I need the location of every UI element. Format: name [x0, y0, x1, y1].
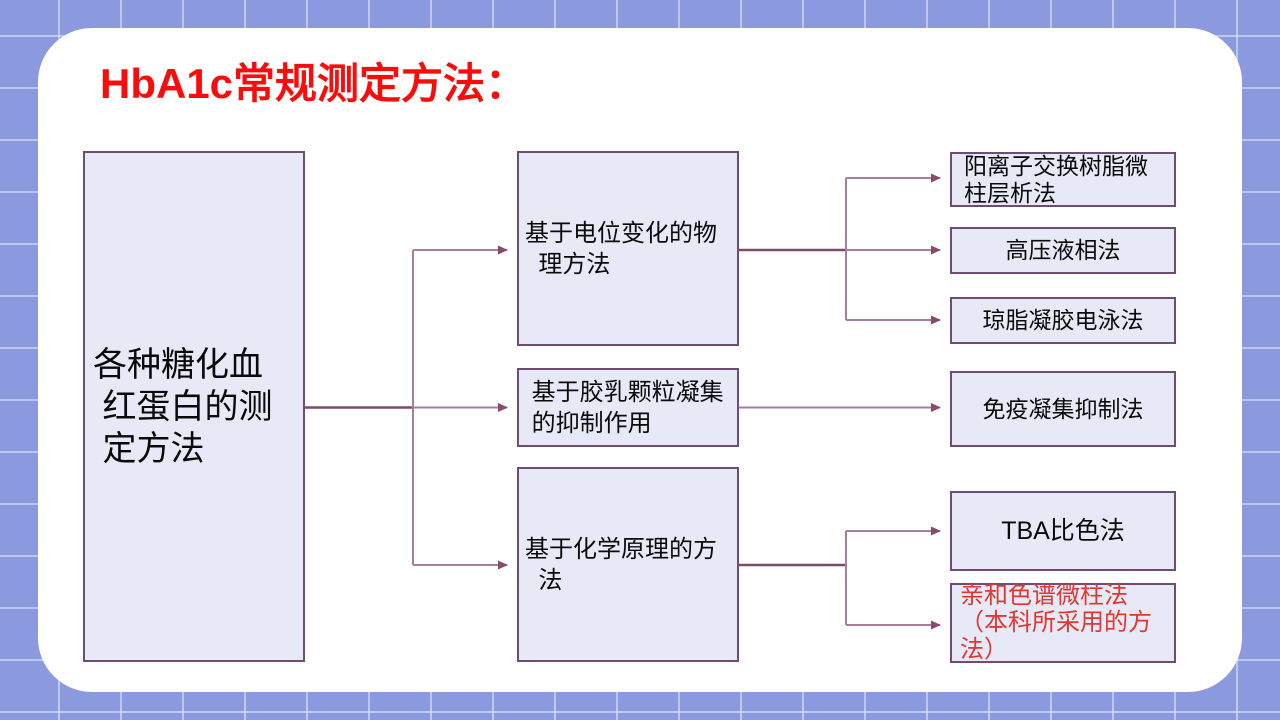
method-box-chemical-principle: 基于化学原理的方 法 — [517, 467, 739, 662]
method-box-potential-change: 基于电位变化的物 理方法 — [517, 151, 739, 346]
result-box-affinity-chromatography-highlight: 亲和色谱微柱法 （本科所采用的方 法） — [950, 583, 1176, 663]
result-box-label: 亲和色谱微柱法 （本科所采用的方 法） — [960, 582, 1152, 663]
method-box-label: 基于化学原理的方 法 — [525, 535, 717, 594]
result-box-tba-colorimetry: TBA比色法 — [950, 491, 1176, 571]
method-box-label: 基于电位变化的物 理方法 — [525, 219, 717, 278]
slide-title: HbA1c常规测定方法： — [100, 60, 528, 107]
result-box-label: 阳离子交换树脂微 柱层析法 — [964, 153, 1148, 206]
result-box-label: TBA比色法 — [1001, 516, 1125, 545]
method-box-label: 基于胶乳颗粒凝集 的抑制作用 — [531, 378, 724, 437]
result-box-hplc: 高压液相法 — [950, 227, 1176, 274]
result-box-agarose-electrophoresis: 琼脂凝胶电泳法 — [950, 297, 1176, 344]
result-box-label: 免疫凝集抑制法 — [982, 396, 1144, 422]
root-box: 各种糖化血 红蛋白的测 定方法 — [83, 151, 305, 662]
method-box-latex-agglutination: 基于胶乳颗粒凝集 的抑制作用 — [517, 368, 739, 447]
result-box-immune-agglutination: 免疫凝集抑制法 — [950, 371, 1176, 447]
result-box-label: 高压液相法 — [1005, 238, 1121, 263]
root-box-label: 各种糖化血 红蛋白的测 定方法 — [93, 345, 273, 468]
result-box-label: 琼脂凝胶电泳法 — [982, 308, 1144, 333]
result-box-cation-exchange: 阳离子交换树脂微 柱层析法 — [950, 152, 1176, 207]
